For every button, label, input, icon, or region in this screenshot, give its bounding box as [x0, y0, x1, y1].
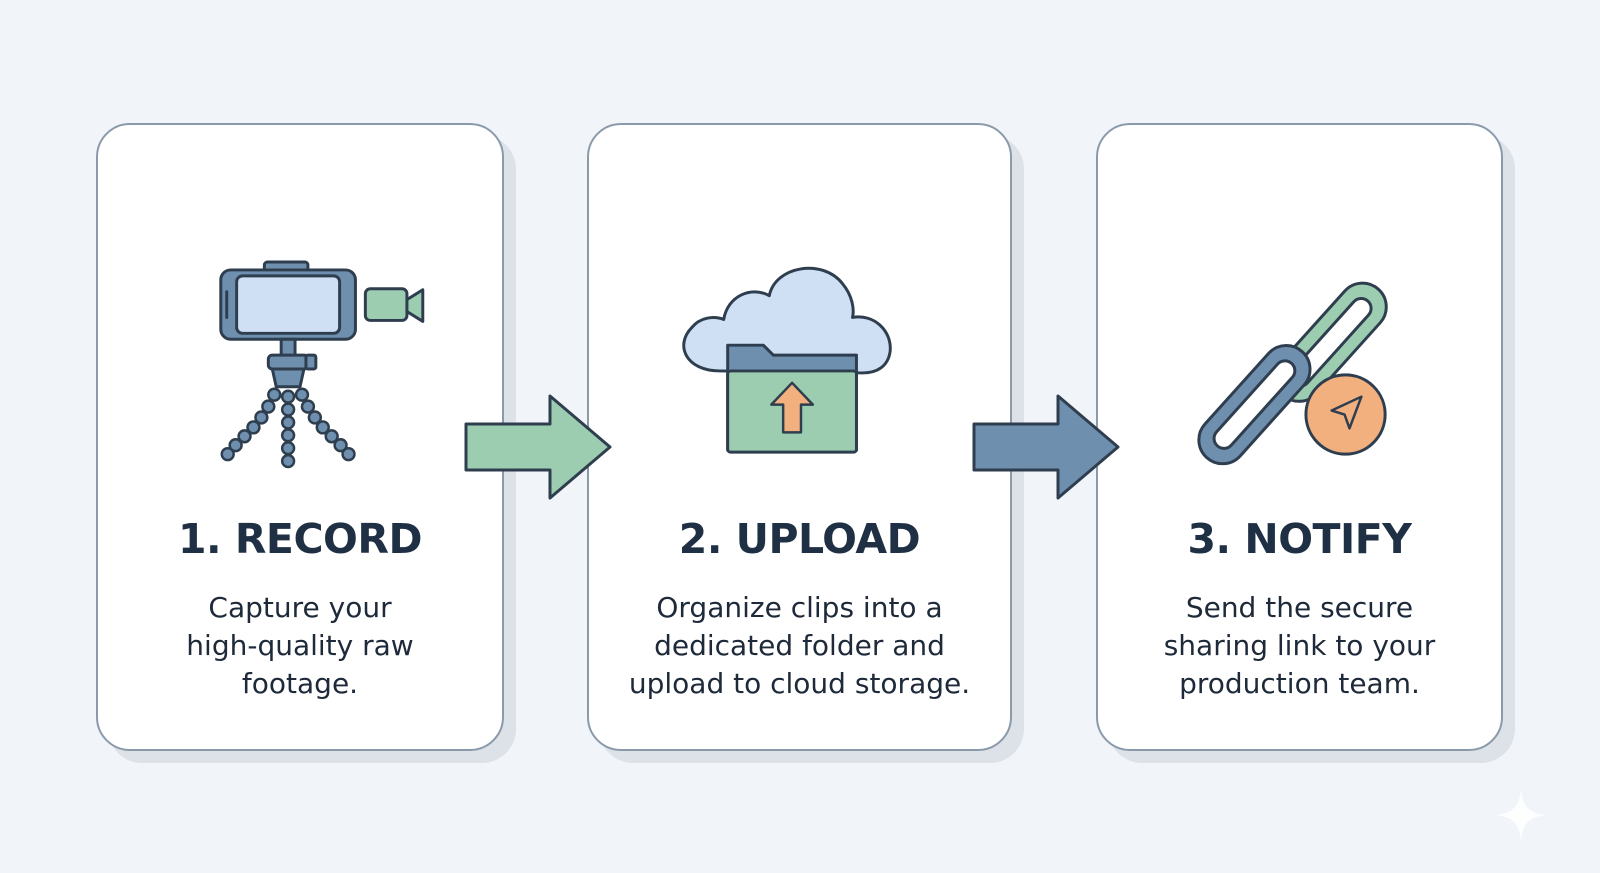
step-title: 2. UPLOAD: [678, 515, 921, 563]
step-title: 3. NOTIFY: [1187, 515, 1412, 563]
flow-arrow-right: [464, 394, 612, 500]
tripod-phone-camera-icon: [219, 260, 425, 469]
cloud-folder-upload-icon: [682, 266, 892, 454]
step-description: Capture your high-quality raw footage.: [186, 591, 414, 700]
chain-link-send-icon: [1197, 281, 1388, 466]
step-card-notify: 3. NOTIFY Send the secure sharing link t…: [1096, 123, 1503, 751]
flow-arrow-right: [972, 394, 1120, 500]
step-description: Send the secure sharing link to your pro…: [1163, 591, 1436, 700]
step-title: 1. RECORD: [177, 515, 423, 563]
sparkle-icon: [1495, 789, 1547, 841]
step-card-upload: 2. UPLOAD Organize clips into a dedicate…: [587, 123, 1012, 751]
step-card-record: 1. RECORD Capture your high-quality raw …: [96, 123, 504, 751]
step-description: Organize clips into a dedicated folder a…: [628, 591, 971, 700]
